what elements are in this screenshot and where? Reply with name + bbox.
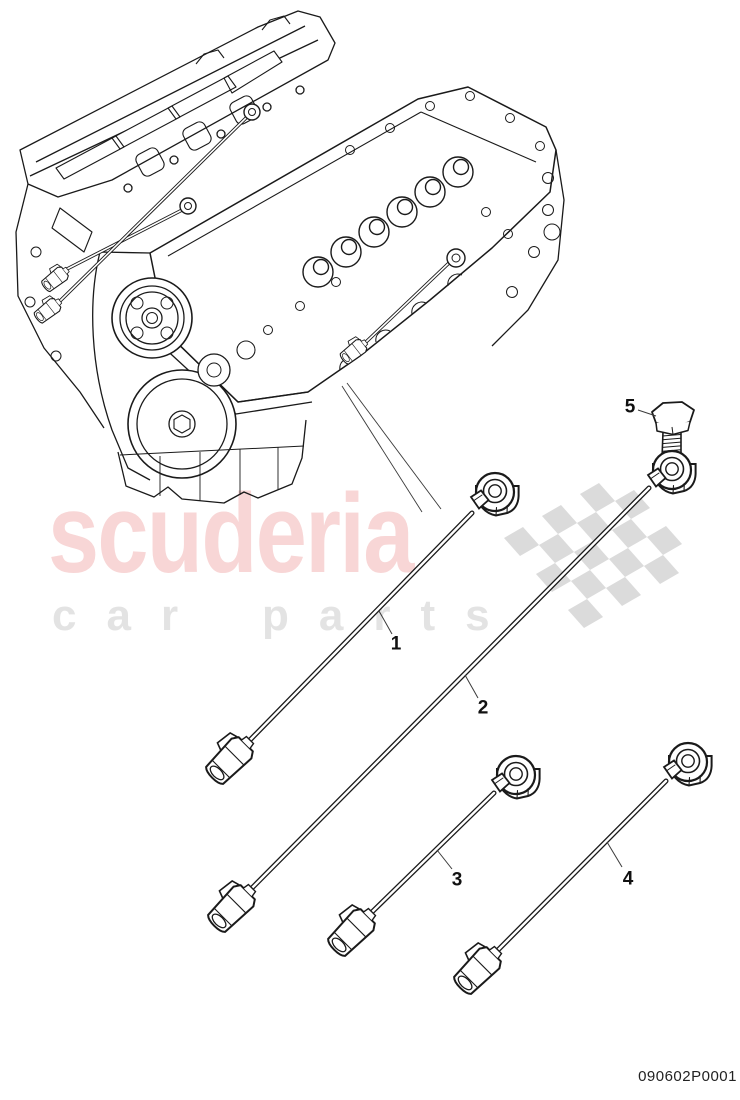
callout-label-1: 1 bbox=[390, 633, 402, 655]
part-sensor-cable-3 bbox=[318, 754, 541, 961]
engine-callout-lines bbox=[341, 382, 442, 513]
flag-cell bbox=[539, 534, 574, 563]
callout-label-4: 4 bbox=[622, 868, 634, 890]
document-number: 090602P0001 bbox=[638, 1068, 737, 1085]
flag-cell bbox=[609, 548, 644, 577]
flag-cell bbox=[577, 512, 612, 541]
watermark-word-car: car bbox=[52, 591, 209, 640]
part-sensor-cable-1 bbox=[196, 471, 520, 789]
callout-label-5: 5 bbox=[624, 396, 636, 418]
engine-illustration bbox=[15, 10, 565, 513]
brand-watermark: scuderia bbox=[48, 471, 414, 596]
installed-sensor-cables bbox=[29, 103, 466, 367]
flag-cell bbox=[606, 577, 641, 606]
callout-label-3: 3 bbox=[451, 869, 463, 891]
flag-cell bbox=[568, 599, 603, 628]
flag-cell bbox=[580, 483, 615, 512]
flag-cell bbox=[504, 527, 539, 556]
callout-label-2: 2 bbox=[477, 697, 489, 719]
part-sensor-cable-4 bbox=[444, 741, 713, 999]
label-leader-lines bbox=[378, 409, 657, 870]
watermark-word-parts: parts bbox=[262, 591, 520, 640]
part-sensor-cable-2 bbox=[198, 449, 697, 937]
flag-cell bbox=[571, 570, 606, 599]
flag-cell bbox=[647, 526, 682, 555]
flag-cell bbox=[542, 505, 577, 534]
flag-cell bbox=[536, 563, 571, 592]
flag-cell bbox=[644, 555, 679, 584]
flag-cell bbox=[612, 519, 647, 548]
flag-cell bbox=[574, 541, 609, 570]
